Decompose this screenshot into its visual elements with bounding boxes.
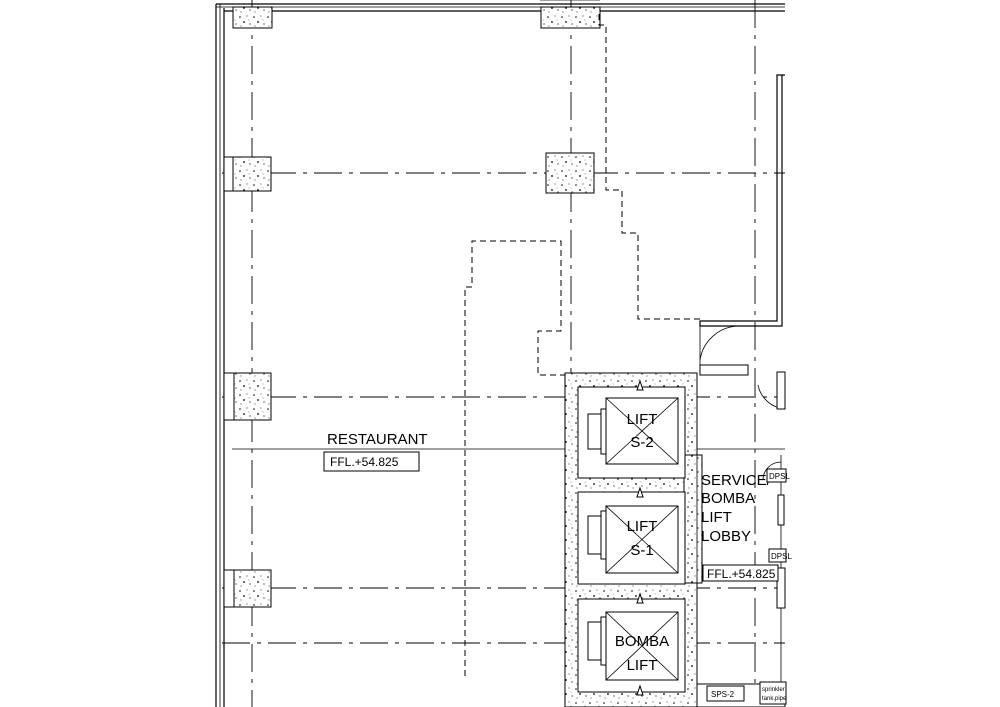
lift-s1-label-2: S-1 [630,542,653,559]
sp-tag-box [759,681,787,705]
restaurant-label: RESTAURANT [327,431,428,448]
lobby-label-4: LOBBY [701,528,751,545]
lift-shaft-s1 [577,491,686,585]
lift-shaft-bomba [577,598,686,693]
grid-lines [222,0,785,707]
lift-s2-label-2: S-2 [630,434,653,451]
room-wall-upper-right [699,74,786,410]
lobby-level: FFL.+54.825 [707,567,776,581]
sps-tag-box [706,685,745,702]
restaurant-level: FFL.+54.825 [330,455,399,469]
structural-columns [223,6,601,608]
lift-core [564,372,703,707]
restaurant-level-box [323,451,420,472]
bomba-lift-label-2: LIFT [627,657,658,674]
sp-tag-2: tank.pipe [762,696,787,702]
lobby-label-1: SERVICE/ [701,472,772,489]
lobby-level-box [702,564,779,582]
lift-s2-label-1: LIFT [627,411,658,428]
sps-tag: SPS-2 [711,690,735,699]
sp-tag-1: sprinkler [762,687,785,693]
lobby-label-2: BOMBA [701,490,755,507]
dp-tag-lower-box [768,548,787,563]
lift-s1-label-1: LIFT [627,518,658,535]
dp-tag-lower: DPSL [771,552,792,561]
dp-tag-upper: DPSL [769,472,790,481]
lobby-label-3: LIFT [701,509,732,526]
dp-tag-upper-box [766,468,787,483]
lift-shaft-s2 [577,386,686,479]
dashed-boundaries [464,14,700,676]
bomba-lift-label-1: BOMBA [615,633,669,650]
